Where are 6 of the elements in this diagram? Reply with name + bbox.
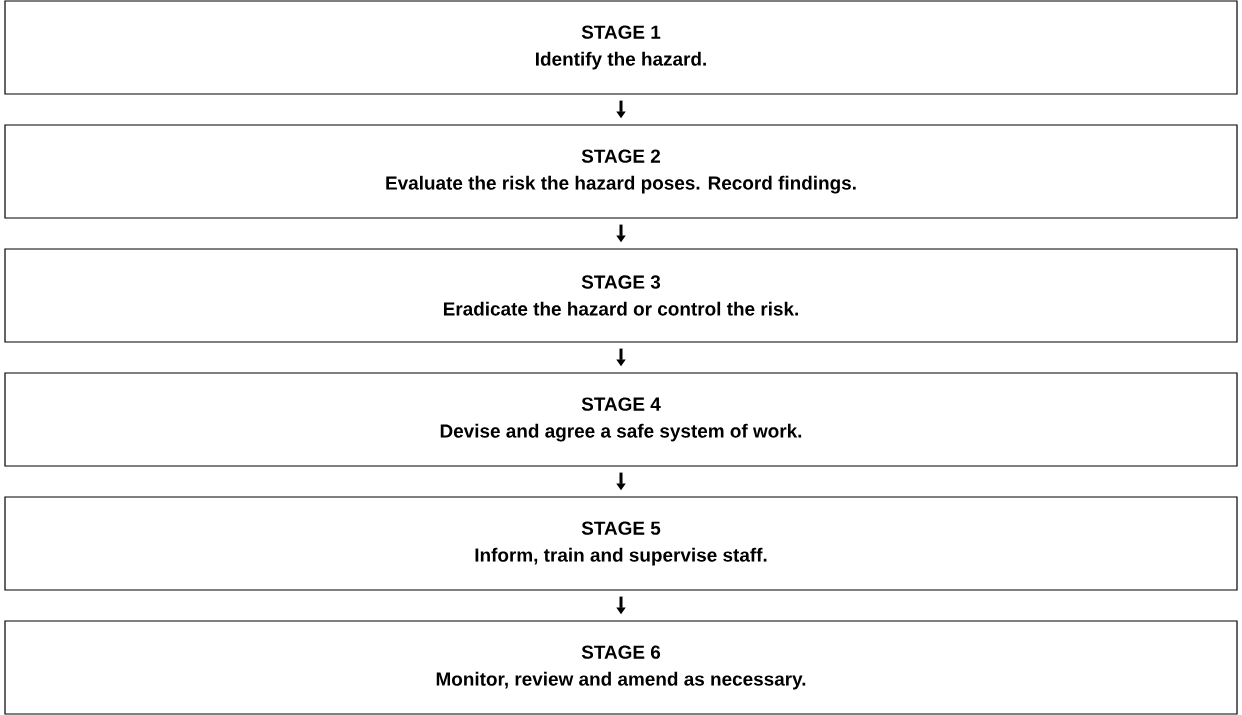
stage-box: STAGE 5 Inform, train and supervise staff. <box>4 496 1238 591</box>
stage-box: STAGE 3 Eradicate the hazard or control the risk. <box>4 248 1238 343</box>
stage-box: STAGE 6 Monitor, review and amend as necessary. <box>4 620 1238 715</box>
stage-box: STAGE 1 Identify the hazard. <box>4 0 1238 95</box>
stage-box: STAGE 4 Devise and agree a safe system of work. <box>4 372 1238 467</box>
stage-box: STAGE 2 Evaluate the risk the hazard poses. Record findings. <box>4 124 1238 219</box>
